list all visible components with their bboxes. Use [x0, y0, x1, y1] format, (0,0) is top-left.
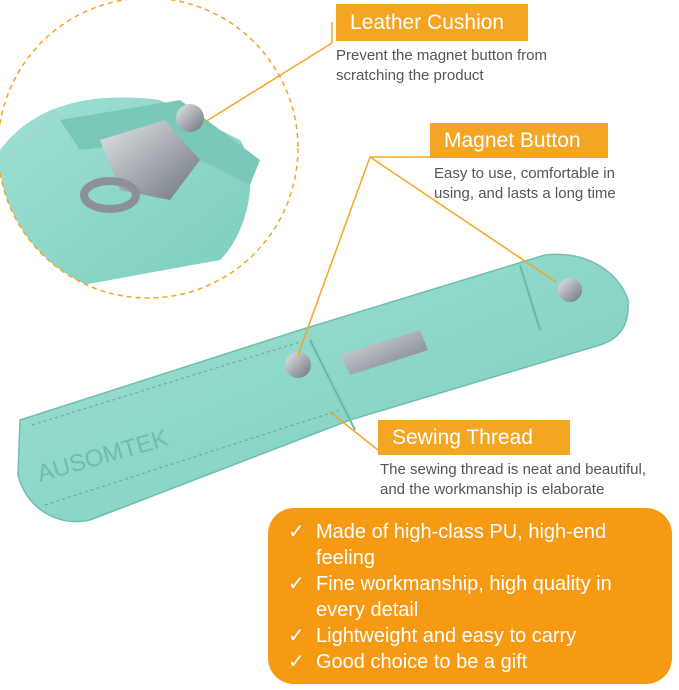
feature-item: ✓ Made of high-class PU, high-end feelin… — [288, 519, 654, 571]
feature-item: ✓ Fine workmanship, high quality in ever… — [288, 571, 654, 623]
feature-text: Good choice to be a gift — [316, 651, 528, 673]
magnet-button-detail — [176, 104, 204, 132]
leather-cushion-title: Leather Cushion — [336, 4, 528, 41]
zoom-circle-border — [0, 0, 299, 299]
feature-item: ✓ Good choice to be a gift — [288, 649, 654, 675]
magnet-button — [285, 352, 311, 378]
clipper-ring — [80, 177, 140, 213]
leader-line-leather-cushion — [204, 42, 333, 123]
check-icon: ✓ — [288, 573, 305, 595]
leather-cushion-description: Prevent the magnet button from scratchin… — [336, 47, 547, 84]
zoom-detail — [0, 0, 299, 299]
leader-lines — [204, 22, 557, 451]
clipper-in-pouch — [340, 330, 428, 375]
magnet-button-description: Easy to use, comfortable in using, and l… — [434, 165, 616, 202]
magnet-button-flap — [558, 278, 582, 302]
pouch: AUSOMTEK — [17, 253, 629, 523]
leather-cushion-flap — [60, 100, 260, 185]
leader-line-magnet-button-2 — [369, 156, 557, 283]
sewing-thread-description: The sewing thread is neat and beautiful,… — [380, 461, 647, 498]
leader-line-magnet-button-1 — [297, 156, 371, 356]
check-icon: ✓ — [288, 521, 305, 543]
magnet-button-title: Magnet Button — [430, 123, 608, 158]
leader-line-sewing-thread — [329, 411, 379, 451]
check-icon: ✓ — [288, 625, 305, 647]
feature-text: Fine workmanship, high quality in every … — [316, 573, 612, 621]
feature-item: ✓ Lightweight and easy to carry — [288, 623, 654, 649]
feature-text: Lightweight and easy to carry — [316, 625, 577, 647]
sewing-thread-title: Sewing Thread — [378, 420, 570, 455]
check-icon: ✓ — [288, 651, 305, 673]
features-box: ✓ Made of high-class PU, high-end feelin… — [268, 508, 672, 684]
feature-text: Made of high-class PU, high-end feeling — [316, 521, 607, 569]
